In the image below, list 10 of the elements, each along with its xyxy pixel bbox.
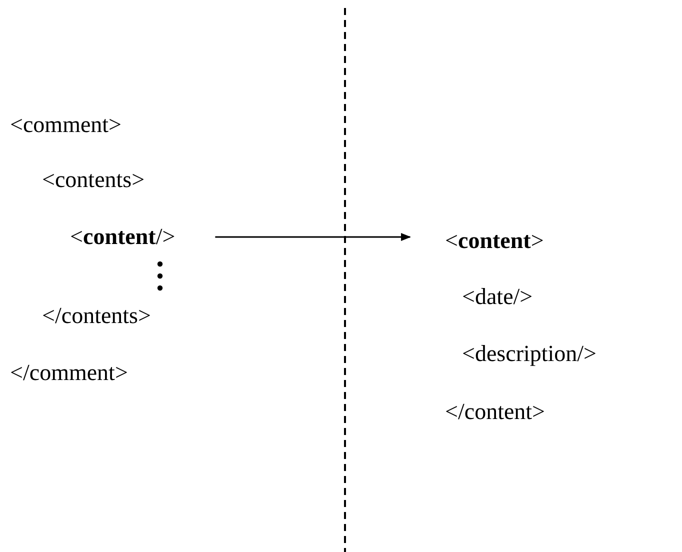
xml-tag: <comment> bbox=[10, 111, 122, 139]
xml-tag: <content> bbox=[445, 227, 544, 255]
xml-tag: <contents> bbox=[42, 166, 145, 194]
xml-tag: </comment> bbox=[10, 359, 128, 387]
xml-tag: <description/> bbox=[462, 340, 597, 368]
xml-tag: </contents> bbox=[42, 302, 151, 330]
arrow bbox=[215, 233, 411, 241]
xml-tag: <date/> bbox=[462, 283, 533, 311]
xml-tag: </content> bbox=[445, 398, 546, 426]
xml-tag: <content/> bbox=[70, 223, 176, 251]
